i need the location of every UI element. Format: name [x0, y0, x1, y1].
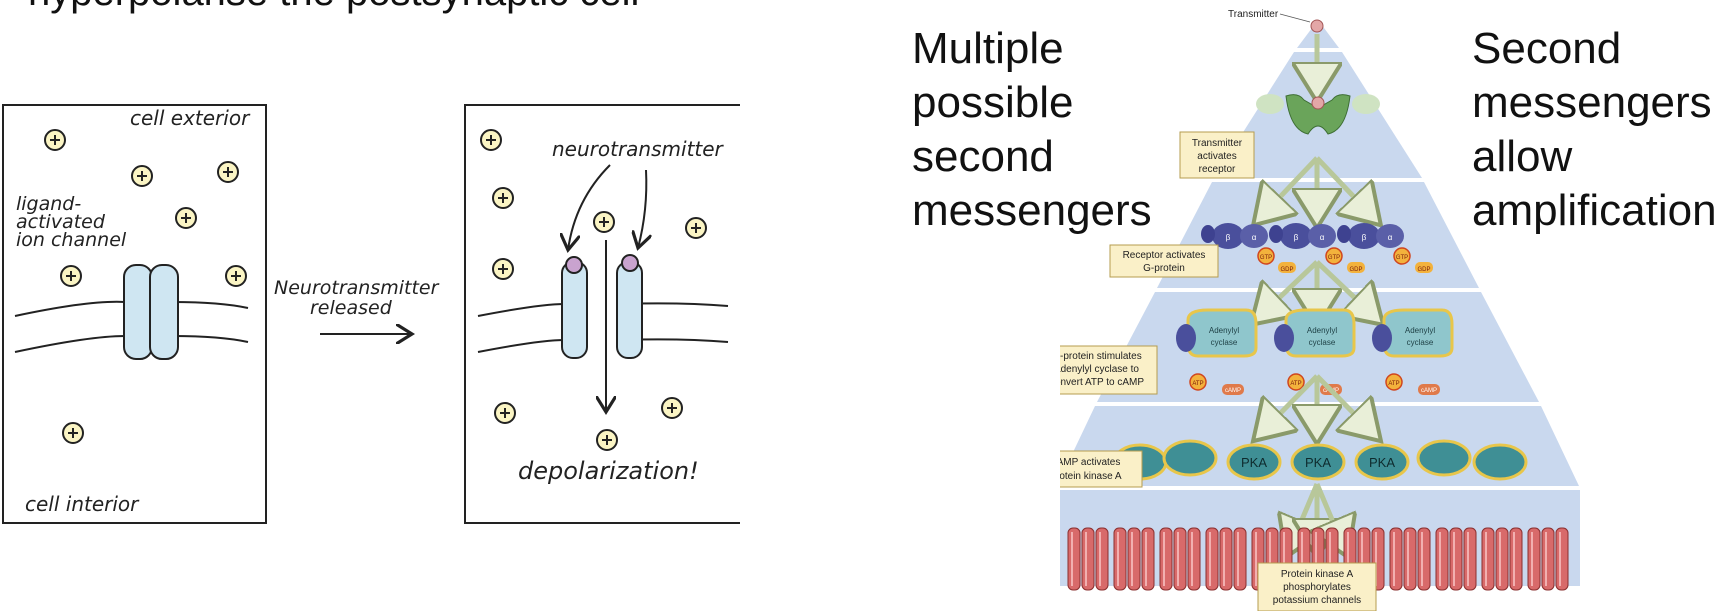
positive-ion: [60, 265, 82, 287]
arrow-label-2: released: [310, 297, 393, 319]
step1-line2: activates: [1197, 151, 1236, 162]
positive-ion: [225, 265, 247, 287]
ion-channel-diagram: cell exterior cell interior ligand- acti…: [2, 104, 740, 524]
positive-ion: [492, 187, 514, 209]
step3-box: [1060, 345, 1158, 395]
gdp-label: GDP: [1417, 267, 1430, 273]
beta-label: β: [1362, 233, 1367, 242]
positive-ion: [175, 207, 197, 229]
step2-line2: G-protein: [1143, 263, 1185, 274]
camp-label: cAMP: [1225, 388, 1241, 394]
alpha-label: α: [1388, 233, 1393, 242]
step2-box: [1109, 244, 1219, 278]
cyclase-label-1: Adenylyl: [1405, 326, 1435, 335]
gdp-label: GDP: [1349, 267, 1362, 273]
positive-ion: [596, 429, 618, 451]
step1-line1: Transmitter: [1192, 138, 1243, 149]
nt-pointer-2: [638, 169, 646, 248]
beta-label: β: [1294, 233, 1299, 242]
step4-box: [1060, 450, 1143, 488]
closed-channel-right: [149, 264, 179, 360]
step5-line2: phosphorylates: [1283, 582, 1351, 593]
open-channel-left: [561, 261, 588, 359]
step5-line3: potassium channels: [1273, 595, 1361, 606]
depolarization-label: depolarization!: [518, 457, 699, 485]
cyclase-label-2: cyclase: [1407, 338, 1434, 347]
atp-label: ATP: [1388, 381, 1399, 387]
step5-box: [1257, 562, 1377, 611]
arrow-label-1: Neurotransmitter: [274, 277, 440, 299]
alpha-label: α: [1320, 233, 1325, 242]
step3-line2: adenylyl cyclase to: [1060, 364, 1139, 375]
beta-label: β: [1226, 233, 1231, 242]
amplification-pyramid: Transmitter Transmitter activates recept…: [1060, 9, 1580, 611]
cell-exterior-label: cell exterior: [130, 106, 251, 130]
neurotransmitter-label: neurotransmitter: [552, 137, 725, 161]
alpha-label: α: [1252, 233, 1257, 242]
cell-interior-label: cell interior: [25, 492, 140, 516]
atp-label: ATP: [1192, 381, 1203, 387]
pka-enzyme: [1162, 439, 1218, 477]
cyclase-label-1: Adenylyl: [1209, 326, 1239, 335]
open-channel-right: [616, 261, 643, 359]
gdp-label: GDP: [1280, 267, 1293, 273]
pka-label: PKA: [1369, 455, 1395, 470]
camp-label: cAMP: [1421, 388, 1437, 394]
step5-line1: Protein kinase A: [1281, 569, 1354, 580]
step1-line3: receptor: [1199, 164, 1236, 175]
channel-label-3: ion channel: [16, 229, 127, 251]
pka-enzyme: [1472, 443, 1528, 481]
transmitter-label: Transmitter: [1228, 9, 1279, 20]
cyclase-label-2: cyclase: [1211, 338, 1238, 347]
positive-ion: [593, 211, 615, 233]
step2-line1: Receptor activates: [1123, 250, 1206, 261]
atp-label: ATP: [1290, 381, 1301, 387]
panel-after: [464, 104, 740, 524]
positive-ion: [131, 165, 153, 187]
positive-ion: [44, 129, 66, 151]
gtp-label: GTP: [1328, 255, 1340, 261]
pka-enzyme: [1416, 439, 1472, 477]
gtp-label: GTP: [1396, 255, 1408, 261]
right-caption: Second messengers allow amplification: [1472, 24, 1717, 235]
left-caption: Multiple possible second messengers: [912, 24, 1152, 235]
positive-ion: [62, 422, 84, 444]
ligand: [565, 256, 583, 274]
positive-ion: [661, 397, 683, 419]
cyclase-label-1: Adenylyl: [1307, 326, 1337, 335]
step4-line1: cAMP activates: [1060, 457, 1120, 468]
step3-line1: G-protein stimulates: [1060, 351, 1142, 362]
closed-channel-left: [123, 264, 153, 360]
channel-label-1: ligand-: [16, 193, 81, 215]
positive-ion: [480, 129, 502, 151]
step3-line3: convert ATP to cAMP: [1060, 377, 1144, 388]
membrane-bottom: [14, 335, 249, 353]
heading: hyperpolarise the postsynaptic cell: [28, 0, 639, 15]
receptor: [1285, 94, 1351, 135]
pka-label: PKA: [1305, 455, 1331, 470]
transmitter-molecule: [1310, 19, 1324, 33]
ligand: [621, 254, 639, 272]
positive-ion: [685, 217, 707, 239]
pka-label: PKA: [1241, 455, 1267, 470]
step4-line2: protein kinase A: [1060, 471, 1122, 482]
nt-pointer-1: [568, 164, 611, 250]
step1-box: [1179, 131, 1255, 179]
positive-ion: [492, 258, 514, 280]
channel-label-2: activated: [16, 211, 106, 233]
membrane-top: [14, 300, 249, 317]
cyclase-label-2: cyclase: [1309, 338, 1336, 347]
gtp-label: GTP: [1260, 255, 1272, 261]
positive-ion: [494, 402, 516, 424]
positive-ion: [217, 161, 239, 183]
